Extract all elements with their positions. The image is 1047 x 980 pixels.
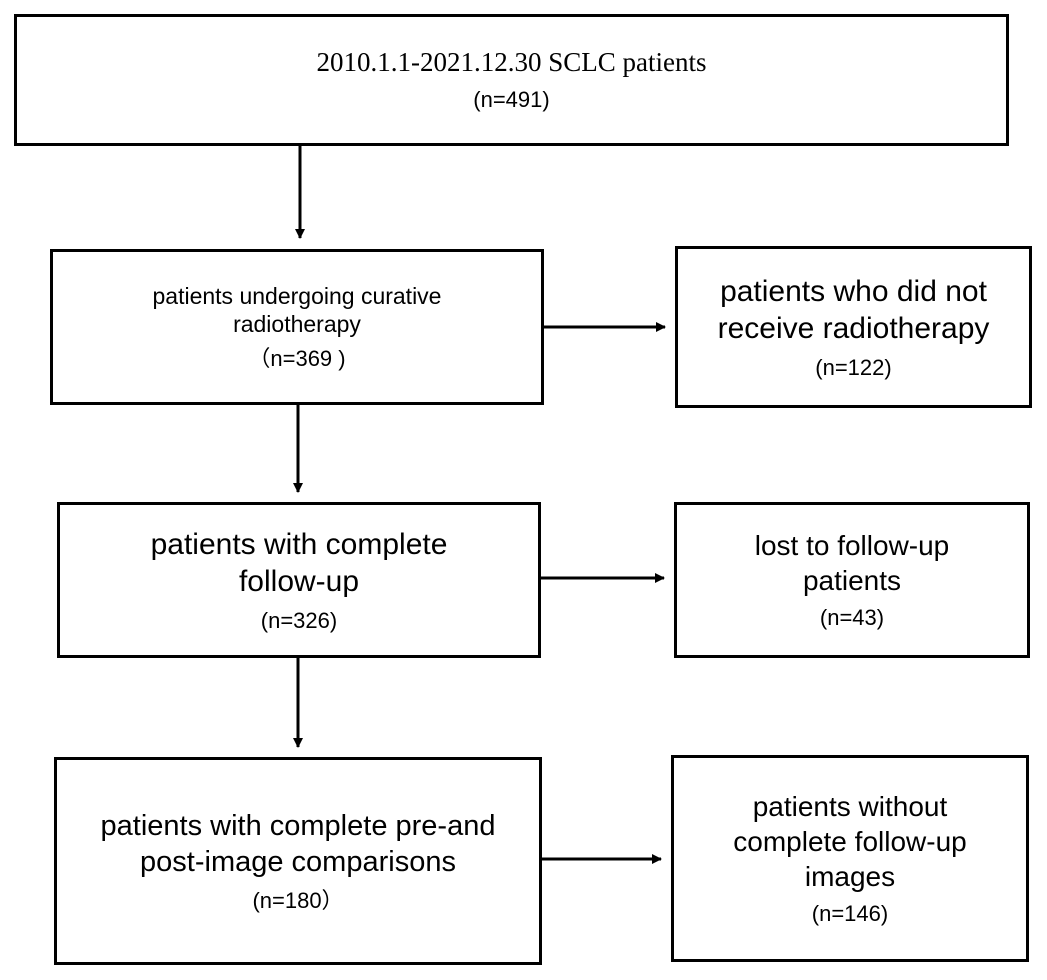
box-complete-follow-up-count: (n=326): [260, 607, 338, 633]
box-all-sclc-patients: 2010.1.1-2021.12.30 SCLC patients (n=491…: [14, 14, 1009, 146]
box-incomplete-follow-up-images-count: (n=146): [811, 901, 889, 927]
box-no-radiotherapy-line-2: receive radiotherapy: [717, 312, 990, 346]
box-all-sclc-patients-count: (n=491): [473, 87, 550, 113]
box-all-sclc-patients-title: 2010.1.1-2021.12.30 SCLC patients: [316, 47, 707, 78]
box-incomplete-follow-up-images-line-3: images: [804, 861, 896, 893]
box-complete-image-comparisons: patients with complete pre-and post-imag…: [54, 757, 542, 965]
box-curative-radiotherapy-line-2: radiotherapy: [233, 311, 361, 338]
box-complete-follow-up-line-2: follow-up: [238, 565, 360, 599]
box-incomplete-follow-up-images-line-2: complete follow-up: [733, 826, 967, 858]
box-complete-image-comparisons-count: (n=180）: [252, 887, 344, 913]
box-incomplete-follow-up-images-line-1: patients without: [752, 791, 948, 823]
box-lost-to-follow-up-line-1: lost to follow-up: [754, 530, 950, 562]
box-curative-radiotherapy-count: （n=369 ): [248, 346, 346, 371]
box-complete-follow-up-line-1: patients with complete: [150, 527, 448, 561]
box-curative-radiotherapy-line-1: patients undergoing curative: [152, 282, 442, 309]
box-lost-to-follow-up: lost to follow-up patients (n=43): [674, 502, 1030, 658]
box-complete-image-comparisons-line-2: post-image comparisons: [140, 846, 456, 879]
box-curative-radiotherapy: patients undergoing curative radiotherap…: [50, 249, 544, 405]
box-no-radiotherapy: patients who did not receive radiotherap…: [675, 246, 1032, 408]
box-incomplete-follow-up-images: patients without complete follow-up imag…: [671, 755, 1029, 962]
box-complete-follow-up: patients with complete follow-up (n=326): [57, 502, 541, 658]
box-lost-to-follow-up-line-2: patients: [802, 565, 902, 597]
box-no-radiotherapy-count: (n=122): [815, 354, 892, 380]
box-no-radiotherapy-line-1: patients who did not: [720, 274, 987, 308]
box-complete-image-comparisons-line-1: patients with complete pre-and: [100, 810, 496, 842]
box-lost-to-follow-up-count: (n=43): [819, 605, 885, 631]
